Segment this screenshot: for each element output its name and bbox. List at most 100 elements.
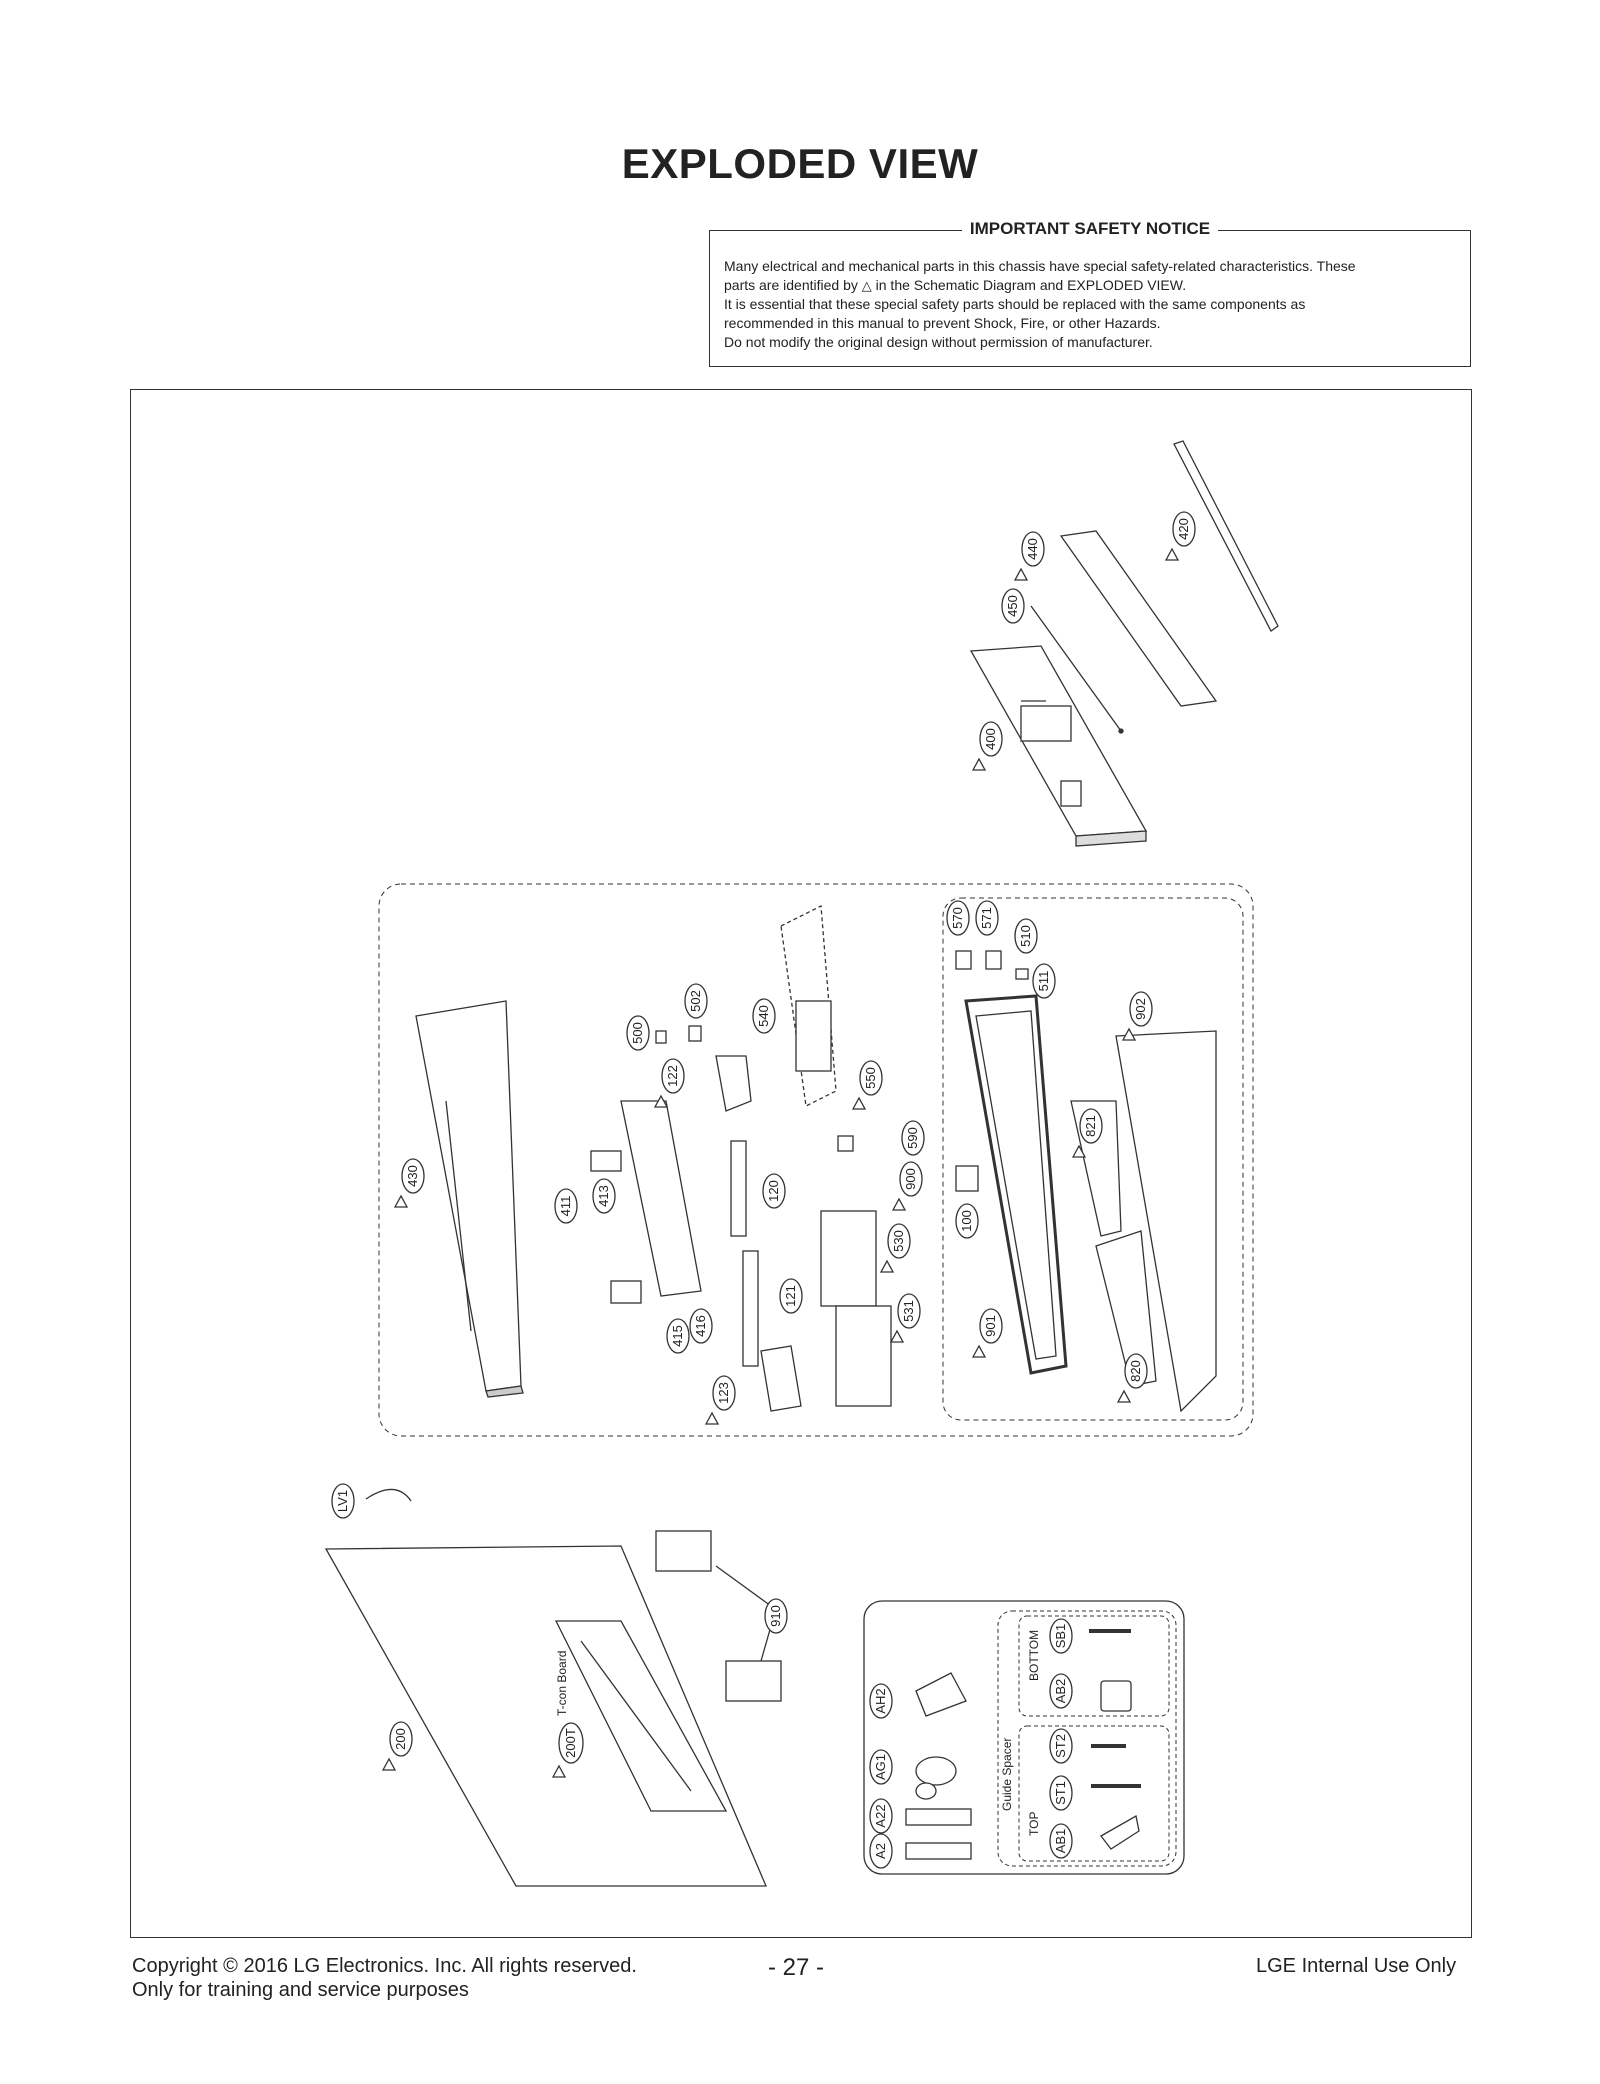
callout-a2: A2 — [869, 1833, 893, 1869]
brackets-group — [590, 1025, 802, 1412]
callout-st2: ST2 — [1049, 1728, 1073, 1764]
bottom-spacer-group — [1018, 1615, 1170, 1717]
callout-ag1: AG1 — [869, 1749, 893, 1785]
main-boards-group — [780, 904, 892, 1407]
callout-500: 500 — [626, 1015, 650, 1051]
warning-triangle-icon — [891, 1197, 907, 1211]
callout-text: 200 — [393, 1728, 408, 1750]
callout-text: 570 — [950, 907, 965, 929]
display-module-group — [942, 897, 1244, 1421]
callout-text: 900 — [903, 1168, 918, 1190]
callout-902: 902 — [1121, 991, 1153, 1041]
callout-sb1: SB1 — [1049, 1618, 1073, 1654]
callout-text: 531 — [901, 1300, 916, 1322]
callout-text: 511 — [1036, 971, 1051, 992]
callout-531: 531 — [889, 1293, 921, 1343]
callout-ab1: AB1 — [1049, 1823, 1073, 1859]
display-panel-900 — [955, 950, 1068, 1375]
warning-triangle-icon — [704, 1411, 720, 1425]
callout-200: 200 — [381, 1721, 413, 1771]
callout-text: 122 — [665, 1065, 680, 1087]
callout-text: 420 — [1176, 518, 1191, 540]
callout-text: 411 — [558, 1196, 573, 1217]
callout-text: 901 — [983, 1315, 998, 1337]
top-spacer-group — [1018, 1725, 1170, 1862]
callout-540: 540 — [752, 998, 776, 1034]
safety-notice-box: IMPORTANT SAFETY NOTICE Many electrical … — [709, 219, 1471, 367]
rear-sheet-902 — [1115, 1030, 1217, 1413]
callout-text: 123 — [716, 1382, 731, 1404]
callout-text: ST1 — [1053, 1781, 1068, 1805]
callout-text: 530 — [891, 1230, 906, 1252]
warning-triangle-icon — [653, 1094, 669, 1108]
callout-text: 540 — [756, 1005, 771, 1027]
footer-page-number: - 27 - — [768, 1954, 825, 1981]
callout-text: 121 — [783, 1285, 798, 1307]
callout-411: 411 — [554, 1188, 578, 1224]
exploded-view-diagram: 4204404504004305005025401225505901204114… — [324, 440, 1279, 1887]
callout-420: 420 — [1164, 511, 1196, 561]
callout-text: 100 — [959, 1210, 974, 1232]
callout-text: 400 — [983, 728, 998, 750]
callout-text: 550 — [863, 1067, 878, 1089]
callout-530: 530 — [879, 1223, 911, 1273]
callout-511: 511 — [1032, 963, 1056, 999]
label-top: TOP — [1027, 1812, 1041, 1836]
notice-line-4: recommended in this manual to prevent Sh… — [724, 315, 1161, 331]
callout-text: 821 — [1083, 1115, 1098, 1137]
callout-413: 413 — [592, 1178, 616, 1214]
callout-text: AG1 — [873, 1754, 888, 1780]
notice-line-5: Do not modify the original design withou… — [724, 334, 1153, 350]
warning-triangle-icon: △ — [861, 278, 872, 293]
callout-text: 413 — [596, 1185, 611, 1207]
callout-text: 415 — [670, 1325, 685, 1347]
callout-550: 550 — [851, 1060, 883, 1110]
warning-triangle-icon — [879, 1259, 895, 1273]
callout-text: LV1 — [335, 1490, 350, 1512]
callout-901: 901 — [971, 1308, 1003, 1358]
callout-text: 502 — [688, 990, 703, 1012]
callout-100: 100 — [955, 1203, 979, 1239]
callout-ah2: AH2 — [869, 1683, 893, 1719]
callout-821: 821 — [1071, 1108, 1103, 1158]
warning-triangle-icon — [851, 1096, 867, 1110]
callout-text: 416 — [693, 1315, 708, 1337]
warning-triangle-icon — [551, 1764, 567, 1778]
callout-122: 122 — [653, 1058, 685, 1108]
warning-triangle-icon — [889, 1329, 905, 1343]
callout-416: 416 — [689, 1308, 713, 1344]
callout-440: 440 — [1013, 531, 1045, 581]
footer-copyright: Copyright © 2016 LG Electronics. Inc. Al… — [132, 1955, 637, 1977]
front-bezel-430 — [415, 1000, 524, 1398]
callout-200t: 200T — [551, 1722, 584, 1778]
callout-415: 415 — [666, 1318, 690, 1354]
safety-notice-heading: IMPORTANT SAFETY NOTICE — [961, 219, 1219, 238]
warning-triangle-icon — [1071, 1144, 1087, 1158]
callout-text: 120 — [766, 1180, 781, 1202]
warning-triangle-icon — [1164, 547, 1180, 561]
warning-triangle-icon — [1116, 1389, 1132, 1403]
callout-text: 820 — [1128, 1360, 1143, 1382]
callout-820: 820 — [1116, 1353, 1148, 1403]
callout-text: 910 — [768, 1605, 783, 1627]
warning-triangle-icon — [381, 1757, 397, 1771]
callout-400: 400 — [971, 721, 1003, 771]
safety-notice-text: Many electrical and mechanical parts in … — [724, 257, 1456, 352]
callout-text: A2 — [873, 1843, 888, 1859]
callout-900: 900 — [891, 1161, 923, 1211]
callout-text: 430 — [405, 1165, 420, 1187]
callout-a22: A22 — [869, 1798, 893, 1834]
callout-text: 510 — [1018, 925, 1033, 947]
page-title: EXPLODED VIEW — [621, 140, 979, 187]
callout-text: 450 — [1005, 595, 1020, 617]
guide-spacer-group — [997, 1610, 1177, 1867]
callout-text: SB1 — [1053, 1624, 1068, 1649]
callout-text: A22 — [873, 1804, 888, 1827]
callout-text: 440 — [1025, 538, 1040, 560]
callout-571: 571 — [975, 900, 999, 936]
notice-line-3: It is essential that these special safet… — [724, 296, 1306, 312]
callout-ab2: AB2 — [1049, 1673, 1073, 1709]
warning-triangle-icon — [971, 757, 987, 771]
